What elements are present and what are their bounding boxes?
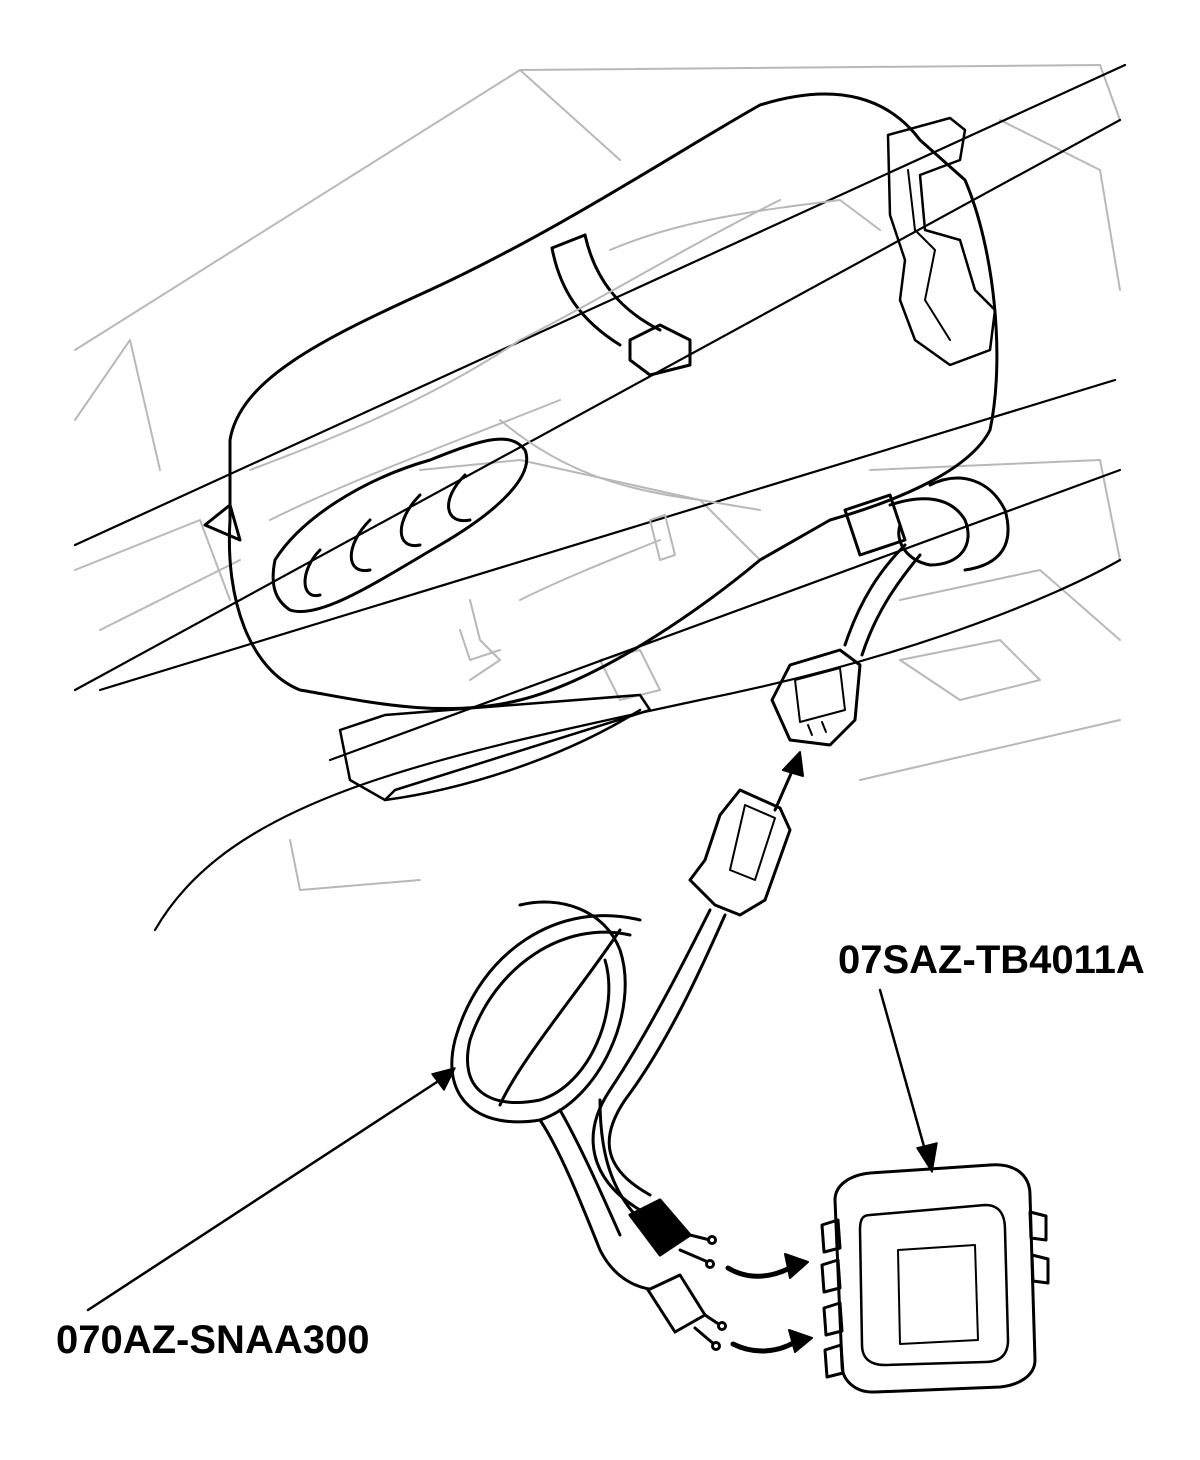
airbag-module bbox=[203, 92, 999, 802]
vehicle-connector bbox=[770, 476, 1010, 747]
plug-arrows bbox=[725, 1253, 813, 1354]
adapter-harness bbox=[450, 788, 792, 1351]
module-details bbox=[249, 199, 881, 681]
leader-arrowheads bbox=[431, 1067, 938, 1173]
simulator-box bbox=[820, 1163, 1050, 1394]
harness-part-number: 070AZ-SNAA300 bbox=[56, 1318, 370, 1362]
connect-arrow bbox=[773, 751, 804, 812]
simulator-part-number: 07SAZ-TB4011A bbox=[838, 938, 1145, 982]
leader-lines bbox=[86, 988, 927, 1312]
structure-lines bbox=[73, 63, 1127, 932]
